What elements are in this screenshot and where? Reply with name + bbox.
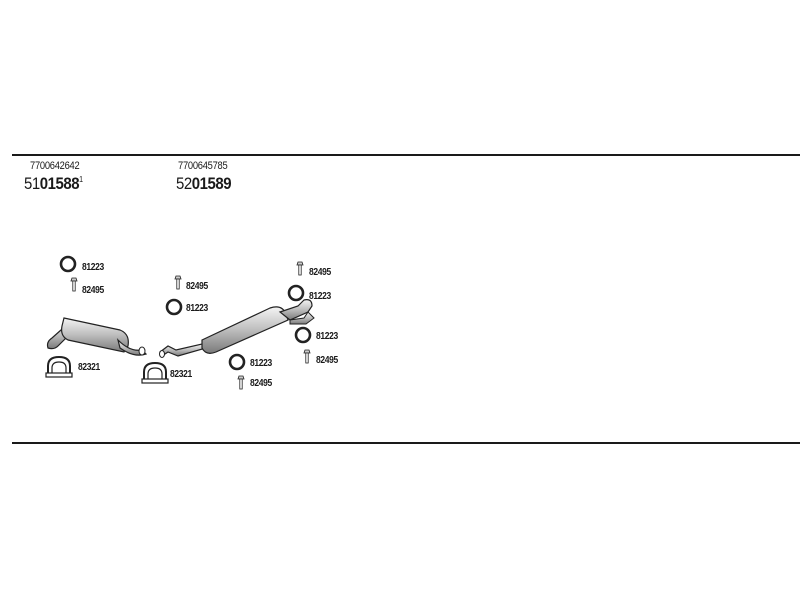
gasket-ring-icon xyxy=(294,326,312,344)
gasket-ring-icon xyxy=(59,255,77,273)
bottom-divider xyxy=(12,442,800,444)
label-ring-81223: 81223 xyxy=(186,303,208,314)
part-number-right: 5201589 xyxy=(176,174,232,194)
gasket-ring-icon xyxy=(228,353,246,371)
bolt-icon xyxy=(174,275,182,290)
part-main-right: 01589 xyxy=(191,174,232,193)
u-clamp-icon xyxy=(45,355,73,378)
bolt-icon xyxy=(303,349,311,364)
part-prefix-right: 52 xyxy=(176,174,192,193)
label-bolt-82495: 82495 xyxy=(250,378,272,389)
label-ring-81223: 81223 xyxy=(82,262,104,273)
label-bolt-82495: 82495 xyxy=(82,285,104,296)
part-suffix-left: 1 xyxy=(79,175,83,184)
oem-number-left: 7700642642 xyxy=(30,160,80,172)
top-divider xyxy=(12,154,800,156)
rear-silencer xyxy=(46,317,148,356)
part-prefix-left: 51 xyxy=(24,174,40,193)
middle-silencer xyxy=(159,299,315,358)
gasket-ring-icon xyxy=(165,298,183,316)
part-main-left: 01588 xyxy=(39,174,80,193)
label-clamp-82321: 82321 xyxy=(78,362,100,373)
gasket-ring-icon xyxy=(287,284,305,302)
bolt-icon xyxy=(237,375,245,390)
label-ring-81223: 81223 xyxy=(316,331,338,342)
label-bolt-82495: 82495 xyxy=(309,267,331,278)
part-number-left: 51015881 xyxy=(24,174,83,194)
oem-number-right: 7700645785 xyxy=(178,160,228,172)
label-bolt-82495: 82495 xyxy=(316,355,338,366)
label-clamp-82321: 82321 xyxy=(170,369,192,380)
bolt-icon xyxy=(296,261,304,276)
label-ring-81223: 81223 xyxy=(250,358,272,369)
label-ring-81223: 81223 xyxy=(309,291,331,302)
label-bolt-82495: 82495 xyxy=(186,281,208,292)
u-clamp-icon xyxy=(141,361,169,384)
bolt-icon xyxy=(70,277,78,292)
